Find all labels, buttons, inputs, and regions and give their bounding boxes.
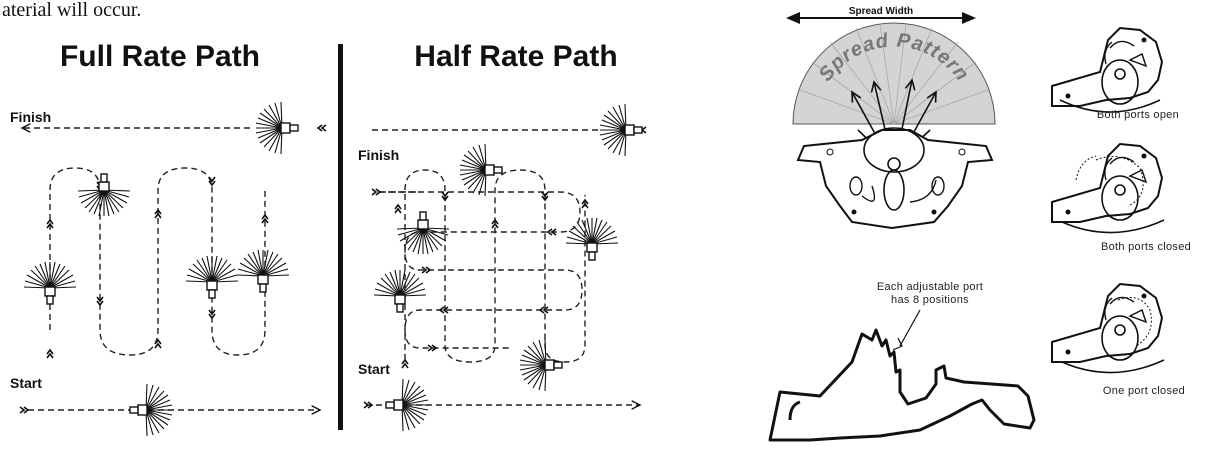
panel-divider xyxy=(338,44,343,430)
port-state-both-closed: Both ports closed xyxy=(1051,143,1191,253)
spreader-icon xyxy=(600,104,642,156)
half-rate-direction-arrows xyxy=(363,127,646,409)
port-state-caption: Both ports closed xyxy=(1101,241,1191,253)
spreader-icon xyxy=(186,256,238,298)
spreader-icon xyxy=(520,339,562,391)
half-rate-start-label: Start xyxy=(358,361,390,377)
port-state-one-closed: One port closed xyxy=(1051,283,1185,397)
half-rate-finish-label: Finish xyxy=(358,147,399,163)
full-rate-direction-arrows xyxy=(19,125,326,414)
port-states: Both ports open Both ports closed One po… xyxy=(1051,27,1191,397)
half-rate-path xyxy=(366,129,640,405)
spreader-icon xyxy=(24,262,76,304)
full-rate-spreaders xyxy=(24,102,298,436)
adjustable-port-outline xyxy=(768,328,1036,442)
half-rate-panel: Half Rate Path Finish Start xyxy=(358,40,646,431)
spreader-icon xyxy=(130,384,172,436)
spread-width-label: Spread Width xyxy=(849,6,913,17)
port-state-caption: Both ports open xyxy=(1097,109,1179,121)
spread-pattern-panel: Spread Width Spread Pattern xyxy=(768,6,1036,442)
port-note-line1: Each adjustable port xyxy=(877,281,983,293)
full-rate-start-label: Start xyxy=(10,375,42,391)
spreader-icon xyxy=(237,250,289,292)
full-rate-panel: Full Rate Path Finish Start xyxy=(10,40,326,436)
full-rate-title: Full Rate Path xyxy=(60,40,260,73)
intro-text: aterial will occur. xyxy=(2,0,141,21)
port-note-line2: has 8 positions xyxy=(891,294,969,306)
spreader-plate xyxy=(796,127,994,230)
spreader-icon xyxy=(77,173,131,217)
spreader-icon xyxy=(386,379,428,431)
port-state-both-open: Both ports open xyxy=(1051,27,1179,121)
full-rate-path xyxy=(22,128,320,410)
spread-pattern-fan xyxy=(792,22,996,125)
spreader-icon xyxy=(256,102,298,154)
port-note-pointer xyxy=(899,309,921,347)
half-rate-title: Half Rate Path xyxy=(414,40,617,73)
spreader-icon xyxy=(374,270,426,312)
half-rate-spreaders xyxy=(374,104,642,431)
spreader-icon xyxy=(566,218,618,260)
full-rate-finish-label: Finish xyxy=(10,109,51,125)
port-state-caption: One port closed xyxy=(1103,385,1185,397)
